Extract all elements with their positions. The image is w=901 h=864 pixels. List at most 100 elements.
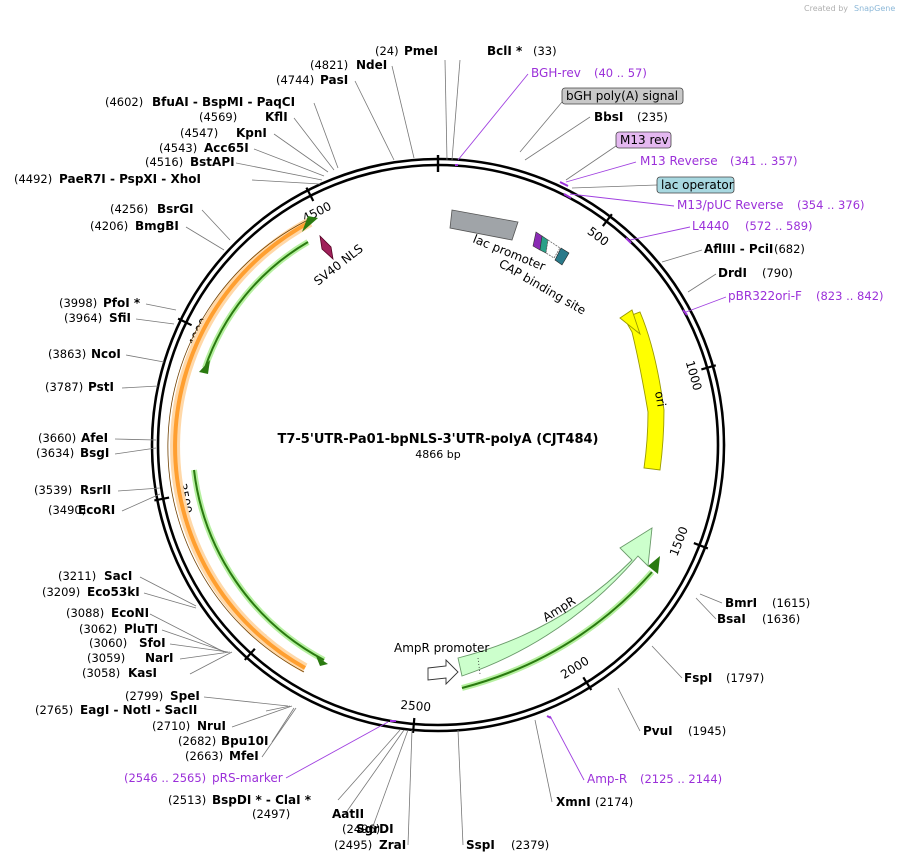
tick-mark-4500 — [305, 187, 315, 202]
box-leader-bgh-poly-a-signal — [519, 101, 563, 153]
site-name-eco53ki: Eco53kI — [87, 585, 140, 599]
site-leader-left-23 — [235, 162, 323, 181]
lac-promoter-small-feature — [545, 239, 561, 259]
primer-range-prs-marker: (2546 .. 2565) — [124, 771, 206, 785]
box-leader-m13-rev — [565, 145, 617, 181]
site-pos-kasi: (3058) — [82, 666, 120, 680]
primer-leader-m13-reverse — [565, 161, 637, 183]
site-name-zrai: ZraI — [379, 838, 406, 852]
site-pos-nari: (3059) — [87, 651, 125, 665]
site-pos-xmni: (2174) — [595, 795, 633, 809]
site-name-ndei: NdeI — [356, 58, 387, 72]
site-leader-right-7 — [651, 645, 683, 679]
site-pos-sfoi: (3060) — [89, 636, 127, 650]
site-name-xmni: XmnI — [556, 795, 591, 809]
site-name-kfli: KflI — [265, 110, 288, 124]
primer-range-l4440: (572 .. 589) — [745, 219, 813, 233]
site-name-nrui: NruI — [197, 719, 226, 733]
credit-text: Created by — [804, 4, 848, 13]
site-leader-left-15 — [114, 438, 157, 441]
site-leader-left-20 — [185, 226, 225, 251]
site-leader-right-14 — [337, 729, 401, 801]
site-name-sgrdi: SgrDI — [356, 822, 394, 836]
site-leader-left-3 — [265, 705, 291, 712]
box-bgh-poly-a-signal — [561, 87, 684, 105]
site-pos-bsai: (1636) — [762, 612, 800, 626]
site-leader-left-2 — [231, 705, 293, 728]
site-leader-left-12 — [121, 493, 161, 512]
site-pos-pluti: (3062) — [79, 622, 117, 636]
credit-brand: SnapGene — [854, 4, 895, 13]
site-name-pasi: PasI — [320, 73, 348, 87]
site-name-afei: AfeI — [81, 431, 108, 445]
orf-outline — [167, 217, 313, 673]
site-name-sspi: SspI — [466, 838, 495, 852]
site-name-pmei: PmeI — [404, 44, 438, 58]
site-leader-left-21 — [201, 209, 231, 241]
primer-name-prs-marker: pRS-marker — [212, 771, 283, 785]
primer-leader-pbr322ori-f — [685, 296, 727, 313]
l4440-mark — [625, 237, 632, 244]
site-name-fspi: FspI — [684, 671, 712, 685]
site-leader-left-18 — [135, 318, 175, 325]
m13-reverse-mark — [559, 181, 569, 187]
primer-range-m13-puc-reverse: (354 .. 376) — [797, 198, 865, 212]
site-name-bpu10i: Bpu10I — [221, 734, 268, 748]
ampr-orf-halo — [461, 570, 655, 691]
orf-inner-arrowhead-1 — [199, 360, 210, 374]
primer-name-pbr322ori-f: pBR322ori-F — [728, 289, 802, 303]
m13-puc-reverse-mark — [563, 193, 572, 199]
site-name-bcli: BclI * — [487, 44, 523, 58]
primer-range-amp-r: (2125 .. 2144) — [640, 772, 722, 786]
site-pos-pvui: (1945) — [688, 724, 726, 738]
site-pos-ncoi: (3863) — [48, 347, 86, 361]
ampr-promoter-label: AmpR promoter — [394, 641, 489, 655]
tick-label-1500: 1500 — [667, 525, 691, 559]
site-name-afliii-pcii: AflIII - PciI — [704, 242, 773, 256]
primer-name-m13-reverse: M13 Reverse — [640, 154, 718, 168]
site-pos-acc65i: (4543) — [159, 141, 197, 155]
tick-mark-3500 — [154, 496, 170, 502]
site-pos-sgrdi: (2496) — [342, 822, 380, 836]
site-name-econi: EcoNI — [111, 606, 149, 620]
site-pos-eco53ki: (3209) — [42, 585, 80, 599]
site-leader-right-10 — [457, 729, 464, 846]
site-leader-right-4 — [687, 273, 717, 293]
site-name-sfoi: SfoI — [139, 636, 166, 650]
site-name-bspdi-clai: BspDI * - ClaI * — [212, 793, 312, 807]
site-leader-left-27 — [313, 102, 339, 169]
site-leader-right-13 — [344, 729, 405, 815]
tick-label-500: 500 — [585, 224, 612, 249]
sv40-nls-feature — [319, 234, 334, 261]
site-pos-sspi: (2379) — [511, 838, 549, 852]
primer-leader-l4440 — [629, 226, 691, 241]
site-leader-left-11 — [139, 576, 197, 607]
site-leader-left-14 — [114, 447, 157, 455]
ampr-orf-line — [461, 571, 653, 689]
tick-label-2000: 2000 — [558, 654, 591, 682]
box-leader-lac-operator — [571, 184, 658, 189]
site-pos-ecori: (3490) — [48, 503, 86, 517]
site-leader-left-5 — [189, 651, 233, 675]
site-name-acc65i: Acc65I — [204, 141, 249, 155]
site-pos-rsrii: (3539) — [34, 483, 72, 497]
site-pos-sfii: (3964) — [64, 311, 102, 325]
site-leader-left-8 — [161, 629, 227, 653]
site-leader-right-0 — [444, 59, 448, 161]
tick-label-2500: 2500 — [400, 698, 432, 715]
site-leader-right-9 — [534, 719, 553, 803]
site-pos-paer7i-pspxi-xhoi: (4492) — [14, 172, 52, 186]
site-name-bbsi: BbsI — [594, 110, 623, 124]
site-name-eagi-noti-sacii: EagI - NotI - SacII — [80, 703, 197, 717]
ori-feature — [623, 311, 665, 471]
primer-name-amp-r: Amp-R — [587, 772, 627, 786]
site-name-psti: PstI — [88, 380, 114, 394]
site-pos-ndei: (4821) — [310, 58, 348, 72]
site-name-spei: SpeI — [170, 689, 200, 703]
plasmid-title: T7-5'UTR-Pa01-bpNLS-3'UTR-polyA (CJT484) — [277, 432, 598, 447]
orf-body — [173, 220, 311, 670]
primer-leader-bgh-rev — [457, 73, 529, 161]
primer-range-m13-reverse: (341 .. 357) — [730, 154, 798, 168]
site-name-mfei: MfeI — [229, 749, 259, 763]
site-name-bmgbi: BmgBI — [135, 219, 179, 233]
